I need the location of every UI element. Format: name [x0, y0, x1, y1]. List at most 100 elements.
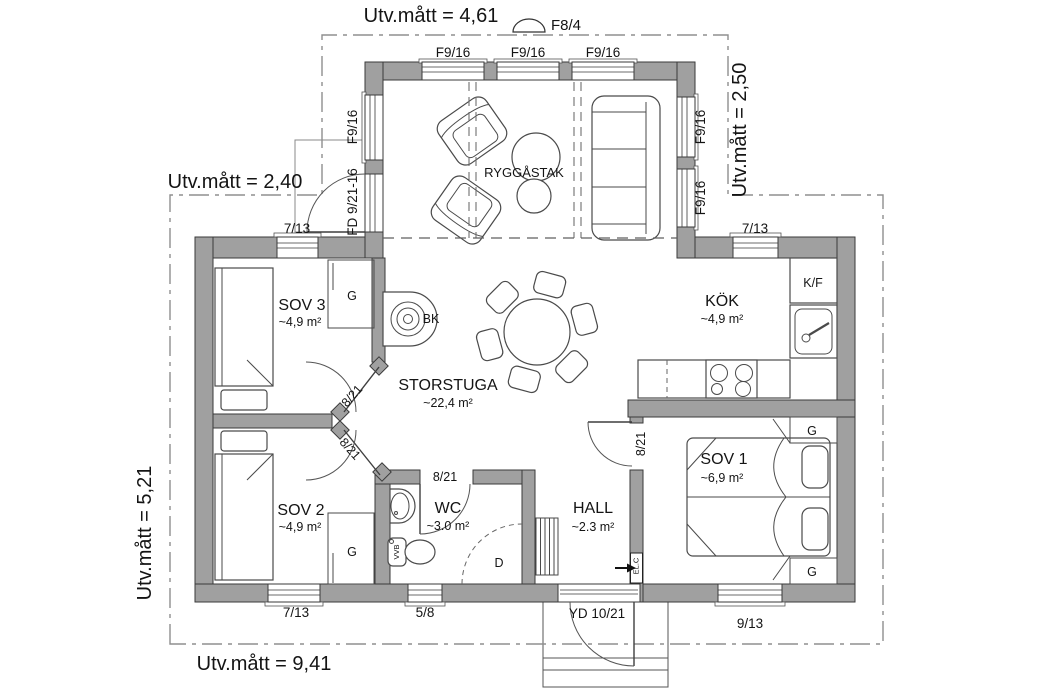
window-label: F9/16 — [345, 110, 360, 145]
roof-window-label: F8/4 — [551, 17, 581, 34]
elc-arrow-head — [627, 563, 636, 573]
window-label: 7/13 — [742, 221, 768, 236]
window-f916-lr-left — [361, 91, 384, 164]
windows — [264, 58, 786, 607]
bed-sov2 — [214, 430, 274, 581]
entry-door-label: YD 10/21 — [569, 606, 625, 621]
window-f916-top-1 — [418, 58, 488, 81]
wardrobe-label: G — [807, 424, 817, 438]
door-swings — [305, 173, 635, 667]
dim-right: Utv.mått = 2,50 — [729, 63, 751, 198]
armchair — [430, 175, 502, 245]
washbasin — [389, 488, 416, 524]
hall-fixtures — [535, 517, 643, 584]
room-area-sov1: ~6,9 m² — [701, 471, 744, 485]
window-label: F9/16 — [586, 45, 621, 60]
dining-chairs — [475, 270, 599, 394]
room-area-wc: ~3.0 m² — [427, 519, 470, 533]
sov3-furniture — [214, 259, 375, 411]
dim-top: Utv.mått = 4,61 — [364, 5, 499, 27]
electrical-central-label: EL.C — [632, 557, 641, 574]
wardrobe-label: G — [807, 565, 817, 579]
toilet-bowl — [404, 539, 436, 565]
kitchen-sink — [789, 304, 838, 359]
stove-label: BK — [423, 312, 440, 326]
sov2-furniture — [214, 430, 375, 585]
water-heater-label: VVB — [392, 544, 401, 559]
shower-label: D — [494, 556, 503, 570]
dining-table — [503, 298, 571, 366]
wood-stove — [382, 291, 438, 347]
window-f916-top-3 — [568, 58, 638, 81]
room-area-kok: ~4,9 m² — [701, 312, 744, 326]
living-room-furniture — [430, 95, 661, 245]
entry-door-opening — [557, 583, 641, 603]
window-f916-top-2 — [493, 58, 563, 81]
room-name-kok: KÖK — [705, 292, 739, 310]
window-913-sov1 — [714, 583, 786, 607]
fridge-freezer — [789, 257, 838, 304]
door-label-sov1: 8/21 — [634, 432, 648, 456]
labels: Utv.mått = 4,61 F8/4 Utv.mått = 2,40 Utv… — [134, 5, 823, 675]
sov1-furniture — [686, 416, 838, 585]
wardrobe-sov3 — [327, 259, 375, 329]
window-label: F9/16 — [693, 181, 708, 216]
room-name-wc: WC — [435, 500, 462, 517]
double-bed — [686, 437, 831, 557]
roof-overhang-outline — [169, 34, 884, 645]
radiator — [535, 517, 559, 576]
fridge-freezer-label: K/F — [803, 276, 823, 290]
window-label: 5/8 — [416, 605, 435, 620]
room-name-storstuga: STORSTUGA — [398, 377, 498, 394]
sov2-door-swing — [305, 429, 381, 481]
room-name-sov3: SOV 3 — [278, 297, 325, 314]
door-jamb — [330, 420, 350, 440]
room-name-sov1: SOV 1 — [700, 451, 747, 468]
window-label: 9/13 — [737, 616, 763, 631]
sofa — [591, 95, 661, 241]
door-jamb — [372, 462, 392, 482]
pillow — [801, 445, 829, 489]
wc-door-swing — [419, 483, 471, 535]
side-table — [516, 178, 552, 214]
sov3-door-swing — [305, 361, 380, 413]
wardrobe-sov1-top — [772, 416, 838, 444]
french-door-label: FD 9/21-16 — [345, 168, 360, 236]
wardrobe-label: G — [347, 545, 357, 559]
entry-door-swing — [569, 601, 635, 667]
window-label: F9/16 — [436, 45, 471, 60]
window-label: 7/13 — [283, 605, 309, 620]
pillow — [220, 389, 268, 411]
door-label-sov2: 8/21 — [337, 435, 364, 462]
wardrobe-sov2 — [327, 512, 375, 585]
door-jamb — [369, 356, 389, 376]
ridge-beam-lines — [383, 82, 677, 239]
kitchen-fixtures — [637, 257, 838, 399]
wc-fixtures — [387, 488, 523, 585]
dim-left: Utv.mått = 5,21 — [134, 466, 156, 601]
window-label: F9/16 — [511, 45, 546, 60]
door-jamb — [330, 402, 350, 422]
window-713-sov3 — [273, 232, 322, 259]
window-f916-lr-right-1 — [676, 93, 699, 161]
stove-cooktop — [705, 359, 758, 399]
room-name-sov2: SOV 2 — [277, 502, 324, 519]
window-f916-lr-right-2 — [676, 165, 699, 231]
shower-curtain-arc — [461, 523, 523, 585]
window-label: F9/16 — [693, 110, 708, 145]
dim-upper-left: Utv.mått = 2,40 — [168, 171, 303, 193]
window-58-wc — [404, 583, 446, 607]
door-label-wc: 8/21 — [433, 470, 457, 484]
pillow — [220, 430, 268, 452]
french-door-swing — [306, 173, 366, 233]
bed-sov3 — [214, 267, 274, 411]
electrical-central-box — [615, 552, 643, 584]
wardrobe-label: G — [347, 289, 357, 303]
window-713-kok — [729, 232, 782, 259]
room-area-sov3: ~4,9 m² — [279, 315, 322, 329]
storstuga-furniture — [382, 270, 599, 394]
ridge-label: RYGGÅSTAK — [484, 165, 564, 180]
room-area-storstuga: ~22,4 m² — [423, 396, 473, 410]
